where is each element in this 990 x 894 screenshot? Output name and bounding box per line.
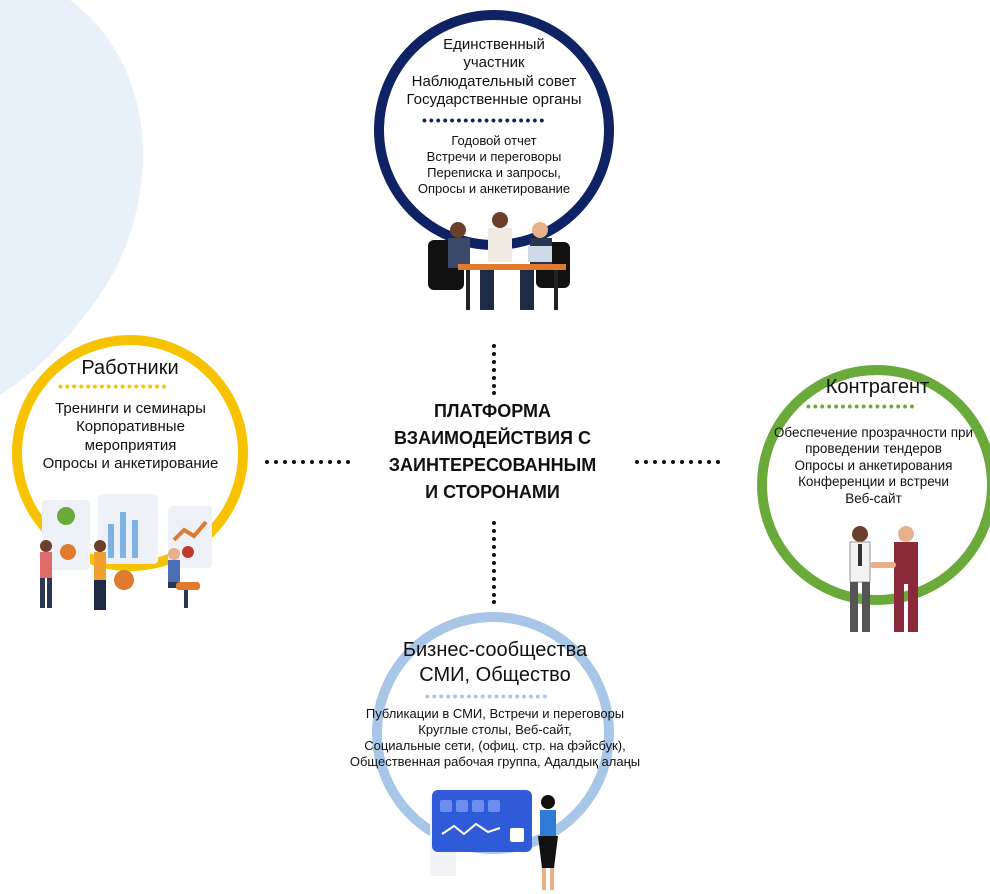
top-group-line: Единственный [443,36,545,53]
platform-title-line: ЗАИНТЕРЕСОВАННЫМ [388,455,597,475]
top-method-line: Годовой отчет [451,133,537,148]
right-method-line: Конференции и встречи [798,474,949,490]
platform-title-line: ВЗАИМОДЕЙСТВИЯ С [394,428,591,448]
right-dotted-divider: •••••••••••••••• [806,398,917,414]
employees-dashboard-illustration [40,494,212,610]
left-methods: Тренинги и семинары Корпоративные меропр… [8,400,253,473]
top-group-line: Государственные органы [406,90,582,108]
left-method-line: Корпоративные [76,418,185,436]
left-method-line: Тренинги и семинары [55,400,206,417]
right-title: Контрагент [825,376,930,398]
right-method-line: Веб-сайт [845,490,902,506]
background-arc [0,0,143,395]
platform-title: ПЛАТФОРМА ВЗАИМОДЕЙСТВИЯ С ЗАИНТЕРЕСОВАН… [365,398,620,506]
bottom-dotted-divider: •••••••••••••••••• [425,688,550,704]
top-group-line: Наблюдательный совет [411,72,577,90]
bottom-title-line: Бизнес-сообщества [402,639,588,661]
top-group-line: участник [463,54,525,72]
bottom-method-line: Публикации в СМИ, Встречи и переговоры [365,706,625,721]
connector-left [264,452,356,470]
top-groups: Единственный участник Наблюдательный сов… [374,36,614,109]
bottom-title-line: СМИ, Общество [419,664,571,686]
top-methods: Годовой отчет Встречи и переговоры Переп… [374,133,614,196]
bottom-method-line: Социальные сети, (офиц. стр. на фэйсбук)… [364,737,626,753]
right-methods: Обеспечение прозрачности при проведении … [757,425,990,507]
left-method-line: Опросы и анкетирование [42,454,219,472]
connector-top [491,343,497,395]
right-method-line: Обеспечение прозрачности при [773,425,974,440]
bottom-method-line: Круглые столы, Веб-сайт, [418,721,572,737]
stakeholder-circle-business-community [372,612,614,854]
bottom-methods: Публикации в СМИ, Встречи и переговоры К… [300,706,690,769]
bottom-method-line: Общественная рабочая группа, Адалдық ала… [349,753,641,769]
platform-title-line: ПЛАТФОРМА [433,401,552,421]
platform-title-line: И СТОРОНАМИ [425,482,560,502]
top-method-line: Переписка и запросы, [427,164,561,180]
right-method-line: проведении тендеров [805,441,942,457]
left-method-line: мероприятия [84,436,177,454]
bottom-title: Бизнес-сообщества СМИ, Общество [340,638,650,688]
social-media-illustration [430,790,558,890]
meeting-table-illustration [428,212,570,310]
top-dotted-divider: •••••••••••••••••• [422,112,547,128]
top-method-line: Встречи и переговоры [426,148,562,164]
left-dotted-divider: •••••••••••••••• [58,378,169,394]
top-method-line: Опросы и анкетирование [417,180,571,196]
connector-right [634,452,726,470]
right-method-line: Опросы и анкетирования [794,457,953,473]
left-title: Работники [81,357,179,379]
handshake-illustration [849,526,918,632]
connector-bottom [491,520,497,604]
